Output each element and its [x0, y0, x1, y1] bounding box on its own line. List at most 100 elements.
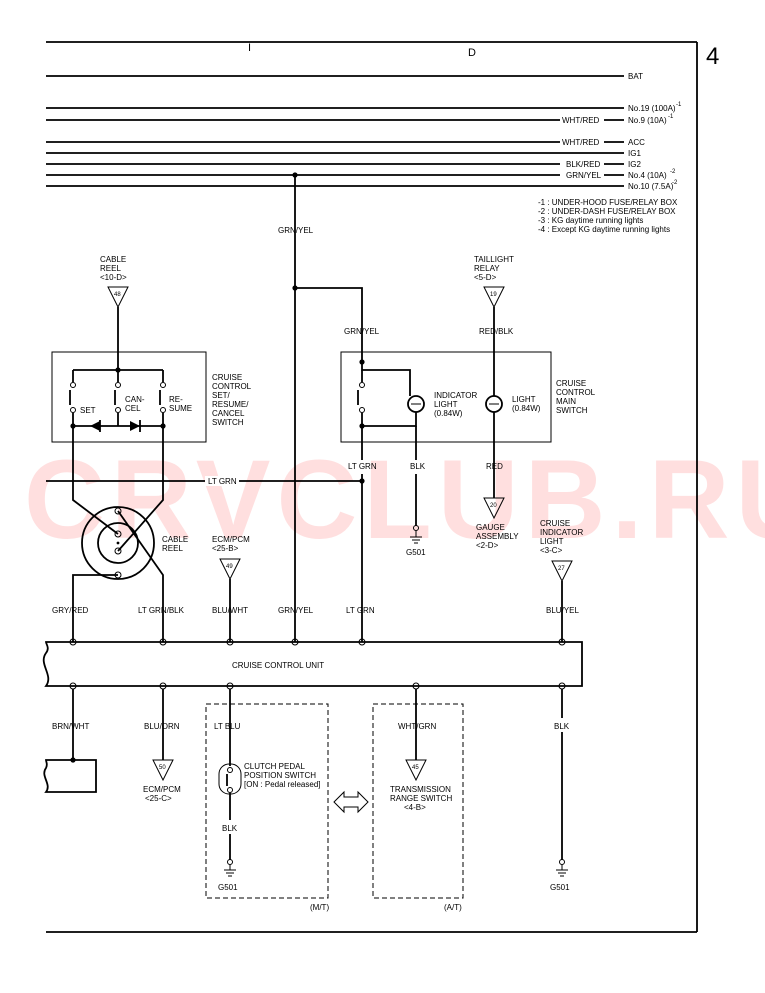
- svg-text:27: 27: [558, 566, 565, 572]
- svg-text:48: 48: [114, 292, 121, 298]
- transmission-range-connector: 45 TRANSMISSION RANGE SWITCH <4-B>: [390, 759, 452, 812]
- svg-text:CRUISE: CRUISE: [556, 379, 586, 388]
- svg-text:G501: G501: [218, 883, 238, 892]
- wire-label: RED/BLK: [479, 327, 514, 336]
- svg-text:SWITCH: SWITCH: [212, 418, 244, 427]
- svg-text:-1: -1: [668, 114, 674, 120]
- svg-text:POSITION SWITCH: POSITION SWITCH: [244, 771, 316, 780]
- svg-text:19: 19: [490, 292, 497, 298]
- svg-text:IG2: IG2: [628, 160, 641, 169]
- unit-upper-wire-labels: GRY/RED LT GRN/BLK BLU/WHT GRN/YEL LT GR…: [52, 606, 579, 615]
- svg-text:LT GRN: LT GRN: [346, 606, 375, 615]
- svg-text:IG1: IG1: [628, 149, 641, 158]
- svg-text:LT BLU: LT BLU: [214, 722, 241, 731]
- svg-text:INDICATOR: INDICATOR: [434, 391, 477, 400]
- svg-text:INDICATOR: INDICATOR: [540, 528, 583, 537]
- svg-text:[ON : Pedal released]: [ON : Pedal released]: [244, 780, 320, 789]
- mt-label: (M/T): [310, 903, 329, 912]
- svg-text:SUME: SUME: [169, 404, 192, 413]
- svg-text:SET/: SET/: [212, 391, 231, 400]
- svg-text:(0.84W): (0.84W): [434, 409, 463, 418]
- svg-text:No.9 (10A): No.9 (10A): [628, 116, 667, 125]
- svg-text:TRANSMISSION: TRANSMISSION: [390, 785, 451, 794]
- svg-text:<25-C>: <25-C>: [145, 794, 172, 803]
- svg-text:-2: -2: [670, 169, 676, 175]
- svg-text:MAIN: MAIN: [556, 397, 576, 406]
- svg-text:G501: G501: [550, 883, 570, 892]
- splice: [359, 478, 365, 484]
- column-marker-b: D: [468, 47, 476, 59]
- svg-text:BAT: BAT: [628, 72, 643, 81]
- svg-text:CONTROL: CONTROL: [212, 382, 252, 391]
- svg-text:CRUISE: CRUISE: [540, 519, 570, 528]
- splice: [70, 757, 76, 763]
- svg-text:CONTROL: CONTROL: [556, 388, 596, 397]
- power-buses: [46, 75, 624, 187]
- svg-text:CAN-: CAN-: [125, 395, 145, 404]
- svg-text:ECM/PCM: ECM/PCM: [143, 785, 181, 794]
- svg-text:BRN/WHT: BRN/WHT: [52, 722, 89, 731]
- cable-reel-connector: CABLE REEL <10-D> 48: [100, 255, 129, 309]
- column-marker-a: I: [248, 42, 251, 54]
- svg-text:(0.84W): (0.84W): [512, 404, 541, 413]
- page-number: 4: [706, 43, 719, 70]
- ground-g501-right: G501: [550, 859, 570, 892]
- mt-dashed-box: [205, 703, 329, 899]
- at-label: (A/T): [444, 903, 462, 912]
- svg-text:LT GRN/BLK: LT GRN/BLK: [138, 606, 185, 615]
- svg-text:<5-D>: <5-D>: [474, 273, 497, 282]
- svg-text:G501: G501: [406, 548, 426, 557]
- svg-text:CRUISE CONTROL UNIT: CRUISE CONTROL UNIT: [232, 661, 324, 670]
- svg-text:-3 : KG daytime running ligh: -3 : KG daytime running lights: [538, 216, 643, 225]
- svg-text:-4 : Except KG daytime runni: -4 : Except KG daytime running lights: [538, 225, 670, 234]
- svg-text:No.10 (7.5A): No.10 (7.5A): [628, 182, 674, 191]
- svg-text:RANGE SWITCH: RANGE SWITCH: [390, 794, 452, 803]
- svg-text:<10-D>: <10-D>: [100, 273, 127, 282]
- svg-text:REEL: REEL: [162, 544, 183, 553]
- set-switch-label: CRUISE CONTROL SET/ RESUME/ CANCEL SWITC…: [212, 373, 252, 427]
- svg-text:ASSEMBLY: ASSEMBLY: [476, 532, 519, 541]
- clutch-pedal-position-switch: CLUTCH PEDAL POSITION SWITCH [ON : Pedal…: [218, 762, 320, 860]
- cable-reel: CABLE REEL: [72, 426, 188, 642]
- svg-text:CANCEL: CANCEL: [212, 409, 245, 418]
- svg-text:GRN/YEL: GRN/YEL: [278, 606, 314, 615]
- svg-text:RELAY: RELAY: [474, 264, 500, 273]
- ground-g501-clutch: G501: [218, 859, 238, 892]
- set-resume-cancel-switch: SET CAN- CEL RE- SUME: [69, 367, 192, 432]
- svg-text:20: 20: [490, 503, 497, 509]
- svg-text:No.4 (10A): No.4 (10A): [628, 171, 667, 180]
- svg-text:<3-C>: <3-C>: [540, 546, 563, 555]
- svg-text:49: 49: [226, 564, 233, 570]
- wire-label: LT GRN: [348, 462, 377, 471]
- svg-text:WHT/RED: WHT/RED: [562, 138, 600, 147]
- svg-text:CRUISE: CRUISE: [212, 373, 242, 382]
- watermark: CRVCLUB.RU: [24, 437, 765, 562]
- svg-text:-1 : UNDER-HOOD FUSE/RELAY B: -1 : UNDER-HOOD FUSE/RELAY BOX: [538, 198, 678, 207]
- svg-text:LIGHT: LIGHT: [512, 395, 536, 404]
- svg-text:<4-B>: <4-B>: [404, 803, 426, 812]
- main-switch-box: [340, 351, 552, 443]
- svg-text:WHT/GRN: WHT/GRN: [398, 722, 436, 731]
- wire-label: LT GRN: [208, 477, 237, 486]
- wire-label: GRN/YEL: [278, 226, 314, 235]
- legend-notes: -1 : UNDER-HOOD FUSE/RELAY BOX -2 : UNDE…: [538, 198, 678, 234]
- cruise-control-unit: CRUISE CONTROL UNIT: [42, 638, 583, 690]
- svg-text:TAILLIGHT: TAILLIGHT: [474, 255, 514, 264]
- svg-text:BLU/WHT: BLU/WHT: [212, 606, 248, 615]
- svg-text:LIGHT: LIGHT: [434, 400, 458, 409]
- svg-text:CEL: CEL: [125, 404, 141, 413]
- svg-text:CABLE: CABLE: [100, 255, 126, 264]
- taillight-relay-connector: TAILLIGHT RELAY <5-D> 19: [474, 255, 514, 309]
- svg-text:WHT/RED: WHT/RED: [562, 116, 600, 125]
- svg-text:GAUGE: GAUGE: [476, 523, 505, 532]
- cruise-indicator-connector: CRUISE INDICATOR LIGHT <3-C> 27: [540, 519, 583, 583]
- svg-text:BLK/RED: BLK/RED: [566, 160, 600, 169]
- continuation-box: [43, 759, 97, 793]
- double-arrow-icon: [333, 790, 369, 814]
- svg-text:SET: SET: [80, 406, 96, 415]
- wire-label: GRN/YEL: [344, 327, 380, 336]
- svg-text:-2: -2: [672, 180, 678, 186]
